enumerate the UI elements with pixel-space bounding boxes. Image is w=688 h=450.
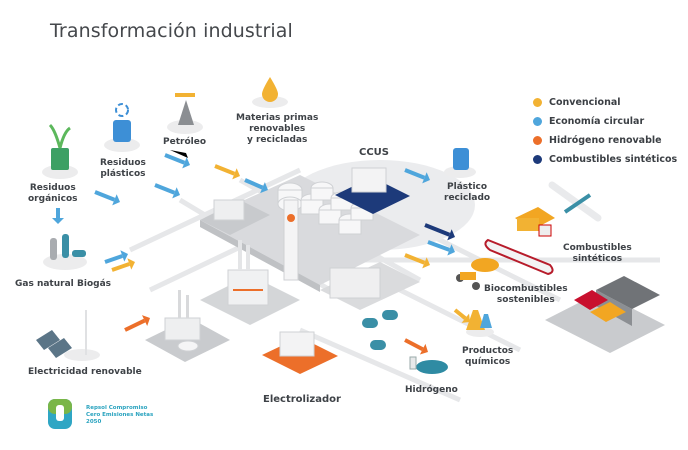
brand-text: Repsol Compromiso Cero Emisiones Netas 2… xyxy=(86,405,154,425)
flow-arrow xyxy=(104,250,128,264)
label-materias-primas: Materias primas renovables y recicladas xyxy=(236,113,319,145)
flow-arrow xyxy=(124,315,150,332)
distillation-column xyxy=(283,199,299,281)
flow-arrow xyxy=(424,223,455,241)
label-combustibles-sinteticos: Combustibles sintéticos xyxy=(563,243,632,264)
repsol-zero-logo-icon xyxy=(48,399,72,429)
plastic-bin-icon xyxy=(113,120,131,142)
flow-arrow xyxy=(427,240,455,256)
label-residuos-organicos: Residuos orgánicos xyxy=(28,183,78,204)
label-plastico-reciclado: Plástico reciclado xyxy=(444,182,491,203)
gas-cylinders-icon xyxy=(50,234,86,260)
flow-arrows xyxy=(170,150,188,160)
legend: Convencional Economía circular Hidrógeno… xyxy=(533,93,677,169)
ship-icon xyxy=(484,238,554,276)
legend-item-combustibles-sinteticos: Combustibles sintéticos xyxy=(533,150,677,169)
flow-arrow xyxy=(154,183,180,199)
flow-arrow xyxy=(404,338,428,355)
flow-arrow xyxy=(111,258,135,272)
diagram-title: Transformación industrial xyxy=(50,20,293,42)
plant-icon xyxy=(48,123,71,149)
motorcycle-icon xyxy=(456,272,480,290)
repsol-logo-icon xyxy=(287,214,295,222)
label-electrolizador: Electrolizador xyxy=(263,394,341,405)
legend-item-hidrogeno-renovable: Hidrógeno renovable xyxy=(533,131,677,150)
gas-station-icon xyxy=(545,276,665,353)
airplane-icon xyxy=(548,181,602,222)
label-hidrogeno: Hidrógeno xyxy=(405,385,458,395)
label-gas-natural: Gas natural xyxy=(15,279,74,289)
flow-arrow xyxy=(164,153,190,169)
label-productos-quimicos: Productos químicos xyxy=(462,346,514,367)
flow-arrow xyxy=(404,253,430,269)
arrow-convencional xyxy=(170,150,188,160)
hydrogen-car-icon xyxy=(416,360,448,374)
legend-dot xyxy=(533,136,542,145)
flow-arrow xyxy=(244,178,268,194)
legend-dot xyxy=(533,155,542,164)
legend-item-economia-circular: Economía circular xyxy=(533,112,677,131)
label-electricidad-renovable: Electricidad renovable xyxy=(28,367,142,377)
refinery-platform xyxy=(200,175,420,285)
flask-icon xyxy=(466,310,485,330)
car-icon xyxy=(471,258,499,272)
flow-arrow xyxy=(214,164,240,180)
legend-item-convencional: Convencional xyxy=(533,93,677,112)
flow-arrow xyxy=(52,208,64,224)
legend-dot xyxy=(533,117,542,126)
hydrogen-tanks xyxy=(362,310,398,350)
truck-icon xyxy=(515,207,555,237)
flow-arrow xyxy=(453,308,470,323)
recycle-icon xyxy=(115,103,129,117)
label-biogas: Biogás xyxy=(77,279,112,289)
label-ccus: CCUS xyxy=(359,147,389,158)
label-biocombustibles: Biocombustibles sostenibles xyxy=(484,284,568,305)
oil-drop-icon xyxy=(262,77,278,102)
legend-dot xyxy=(533,98,542,107)
solar-panels-icon xyxy=(36,330,72,358)
flow-arrow xyxy=(404,168,430,184)
organic-bin-icon xyxy=(51,148,69,170)
oil-pump-icon xyxy=(178,100,194,125)
flow-arrow xyxy=(94,190,120,206)
label-petroleo: Petróleo xyxy=(163,137,206,147)
recycled-plastic-icon xyxy=(453,148,469,170)
label-residuos-plasticos: Residuos plásticos xyxy=(100,158,146,179)
